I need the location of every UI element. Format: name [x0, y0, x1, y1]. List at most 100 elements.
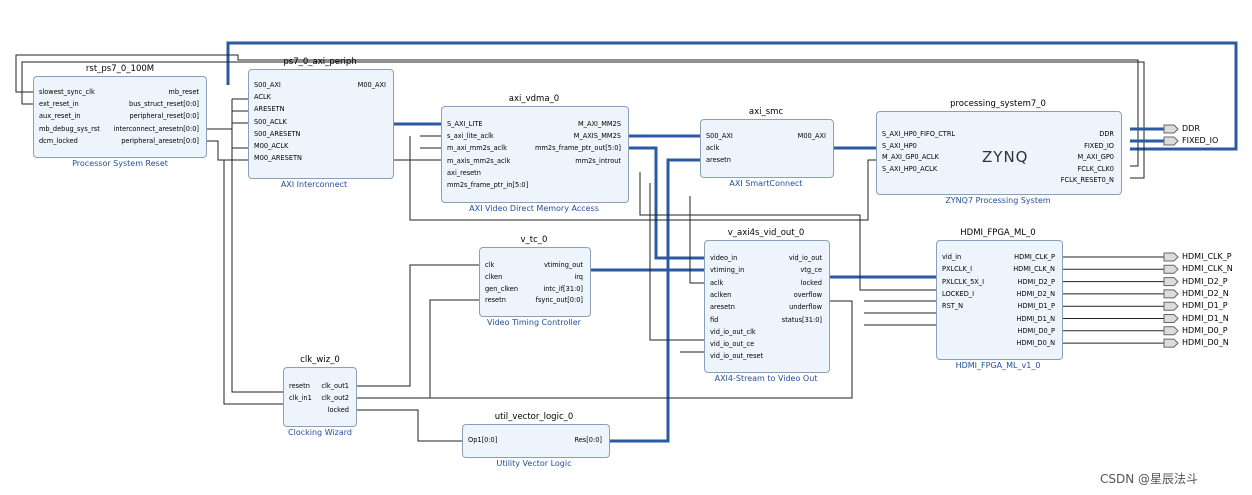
output-pin-label[interactable]: M_AXI_MM2S	[577, 120, 621, 128]
block-clkwiz[interactable]	[283, 367, 357, 427]
input-pin-label[interactable]: aresetn	[706, 156, 731, 165]
input-pin-label[interactable]: vtiming_in	[710, 266, 745, 275]
net-locked-to-op1[interactable]	[355, 409, 462, 442]
external-port-label[interactable]: HDMI_CLK_P	[1182, 252, 1232, 261]
input-pin-label[interactable]: clken	[485, 272, 503, 281]
bus-wire-axis-mm2s-to-video-in[interactable]	[627, 146, 704, 260]
block-rst[interactable]	[33, 76, 207, 158]
output-pin-label[interactable]: irq	[574, 272, 583, 281]
output-pin-label[interactable]: vtg_ce	[800, 266, 822, 275]
output-pin-label[interactable]: HDMI_D0_P	[1017, 326, 1055, 335]
external-port-label[interactable]: DDR	[1182, 124, 1200, 133]
output-pin-label[interactable]: vtiming_out	[543, 261, 583, 269]
input-pin-label[interactable]: S00_ARESETN	[254, 129, 301, 138]
input-pin-label[interactable]: S_AXI_HP0	[882, 141, 917, 150]
output-pin-label[interactable]: M_AXIS_MM2S	[573, 132, 621, 141]
net-ps-gp0-aclk[interactable]	[409, 136, 876, 221]
output-pin-label[interactable]: locked	[327, 406, 349, 414]
bus-wire-m-axi-gp0[interactable]	[226, 41, 1238, 151]
block-uvl[interactable]	[462, 424, 610, 458]
input-pin-label[interactable]: aresetn	[710, 303, 735, 312]
input-pin-label[interactable]: RST_N	[942, 302, 964, 311]
input-pin-label[interactable]: LOCKED_I	[942, 289, 975, 298]
external-port-label[interactable]: HDMI_D2_N	[1182, 288, 1229, 298]
output-pin-label[interactable]: FCLK_CLK0	[1077, 164, 1115, 173]
input-pin-label[interactable]: fid	[710, 315, 719, 324]
input-pin-label[interactable]: PXLCLK_5X_I	[942, 277, 985, 286]
external-port-arrow[interactable]	[1163, 289, 1179, 299]
output-pin-label[interactable]: mb_reset	[168, 88, 199, 96]
output-pin-label[interactable]: mm2s_frame_ptr_out[5:0]	[535, 144, 621, 153]
external-port-arrow[interactable]	[1163, 338, 1179, 348]
output-pin-label[interactable]: intc_if[31:0]	[543, 284, 583, 293]
output-pin-label[interactable]: M_AXI_GP0	[1077, 153, 1114, 161]
external-port-arrow[interactable]	[1163, 277, 1179, 287]
external-port-label[interactable]: HDMI_D0_P	[1182, 325, 1228, 335]
input-pin-label[interactable]: m_axis_mm2s_aclk	[447, 156, 511, 165]
input-pin-label[interactable]: aux_reset_in	[39, 112, 81, 121]
external-port-arrow[interactable]	[1163, 326, 1179, 336]
input-pin-label[interactable]: mm2s_frame_ptr_in[5:0]	[447, 181, 529, 189]
net-clkwiz-resetn[interactable]	[231, 99, 283, 393]
output-pin-label[interactable]: peripheral_reset[0:0]	[129, 112, 199, 121]
input-pin-label[interactable]: ARESETN	[254, 105, 285, 114]
input-pin-label[interactable]: video_in	[710, 254, 738, 262]
input-pin-label[interactable]: S_AXI_LITE	[447, 120, 483, 128]
net-clk-out1[interactable]	[355, 264, 479, 387]
input-pin-label[interactable]: M_AXI_GP0_ACLK	[882, 153, 939, 161]
input-pin-label[interactable]: m_axi_mm2s_aclk	[447, 144, 507, 153]
block-vdma[interactable]	[441, 106, 629, 203]
input-pin-label[interactable]: S_AXI_HP0_ACLK	[882, 164, 938, 173]
external-port-label[interactable]: HDMI_D1_P	[1182, 301, 1228, 311]
output-pin-label[interactable]: underflow	[789, 303, 822, 312]
output-pin-label[interactable]: HDMI_D2_P	[1017, 277, 1055, 286]
external-port-arrow[interactable]	[1163, 252, 1179, 262]
external-port-label[interactable]: FIXED_IO	[1182, 136, 1219, 145]
output-pin-label[interactable]: interconnect_aresetn[0:0]	[113, 124, 199, 133]
net-clkwiz-clkin[interactable]	[223, 160, 283, 405]
bus-wire-res-to-aresetn[interactable]	[608, 158, 700, 443]
input-pin-label[interactable]: ext_reset_in	[39, 100, 79, 109]
input-pin-label[interactable]: clk	[485, 261, 495, 269]
input-pin-label[interactable]: dcm_locked	[39, 136, 78, 145]
output-pin-label[interactable]: bus_struct_reset[0:0]	[129, 100, 199, 109]
input-pin-label[interactable]: S_AXI_HP0_FIFO_CTRL	[882, 130, 956, 138]
output-pin-label[interactable]: Res[0:0]	[574, 436, 602, 444]
output-pin-label[interactable]: clk_out1	[321, 382, 349, 390]
net-vid-io-out-ce[interactable]	[649, 183, 704, 341]
input-pin-label[interactable]: resetn	[485, 296, 506, 305]
output-pin-label[interactable]: DDR	[1099, 130, 1114, 138]
input-pin-label[interactable]: gen_clken	[485, 284, 518, 293]
input-pin-label[interactable]: vid_in	[942, 253, 962, 261]
input-pin-label[interactable]: ACLK	[254, 93, 271, 102]
external-port-label[interactable]: HDMI_D2_P	[1182, 276, 1228, 286]
input-pin-label[interactable]: clk_in1	[289, 394, 312, 402]
input-pin-label[interactable]: aclken	[710, 290, 732, 299]
block-vout[interactable]	[704, 240, 830, 373]
output-pin-label[interactable]: FCLK_RESET0_N	[1060, 176, 1114, 184]
output-pin-label[interactable]: HDMI_D1_P	[1017, 302, 1055, 311]
output-pin-label[interactable]: HDMI_CLK_N	[1013, 265, 1055, 274]
output-pin-label[interactable]: clk_out2	[321, 394, 349, 402]
output-pin-label[interactable]: HDMI_CLK_P	[1014, 253, 1055, 261]
input-pin-label[interactable]: M00_ACLK	[254, 142, 289, 150]
input-pin-label[interactable]: S00_ACLK	[254, 117, 287, 126]
input-pin-label[interactable]: M00_ARESETN	[254, 154, 302, 163]
output-pin-label[interactable]: HDMI_D1_N	[1016, 314, 1055, 323]
input-pin-label[interactable]: slowest_sync_clk	[39, 88, 95, 96]
output-pin-label[interactable]: HDMI_D2_N	[1016, 289, 1055, 298]
input-pin-label[interactable]: PXLCLK_I	[942, 265, 973, 274]
input-pin-label[interactable]: axi_resetn	[447, 168, 481, 177]
output-pin-label[interactable]: overflow	[793, 290, 822, 299]
net-fclk-reset0-n[interactable]	[21, 61, 1145, 179]
input-pin-label[interactable]: vid_io_out_ce	[710, 340, 755, 349]
input-pin-label[interactable]: aclk	[706, 144, 720, 153]
output-pin-label[interactable]: FIXED_IO	[1084, 141, 1114, 150]
output-pin-label[interactable]: M00_AXI	[357, 81, 386, 89]
output-pin-label[interactable]: locked	[800, 278, 822, 287]
output-pin-label[interactable]: M00_AXI	[797, 132, 826, 140]
net-pxlclk[interactable]	[639, 172, 936, 291]
block-vtc[interactable]	[479, 247, 591, 317]
input-pin-label[interactable]: Op1[0:0]	[468, 436, 498, 444]
net-fclk-clk0[interactable]	[15, 54, 1139, 167]
